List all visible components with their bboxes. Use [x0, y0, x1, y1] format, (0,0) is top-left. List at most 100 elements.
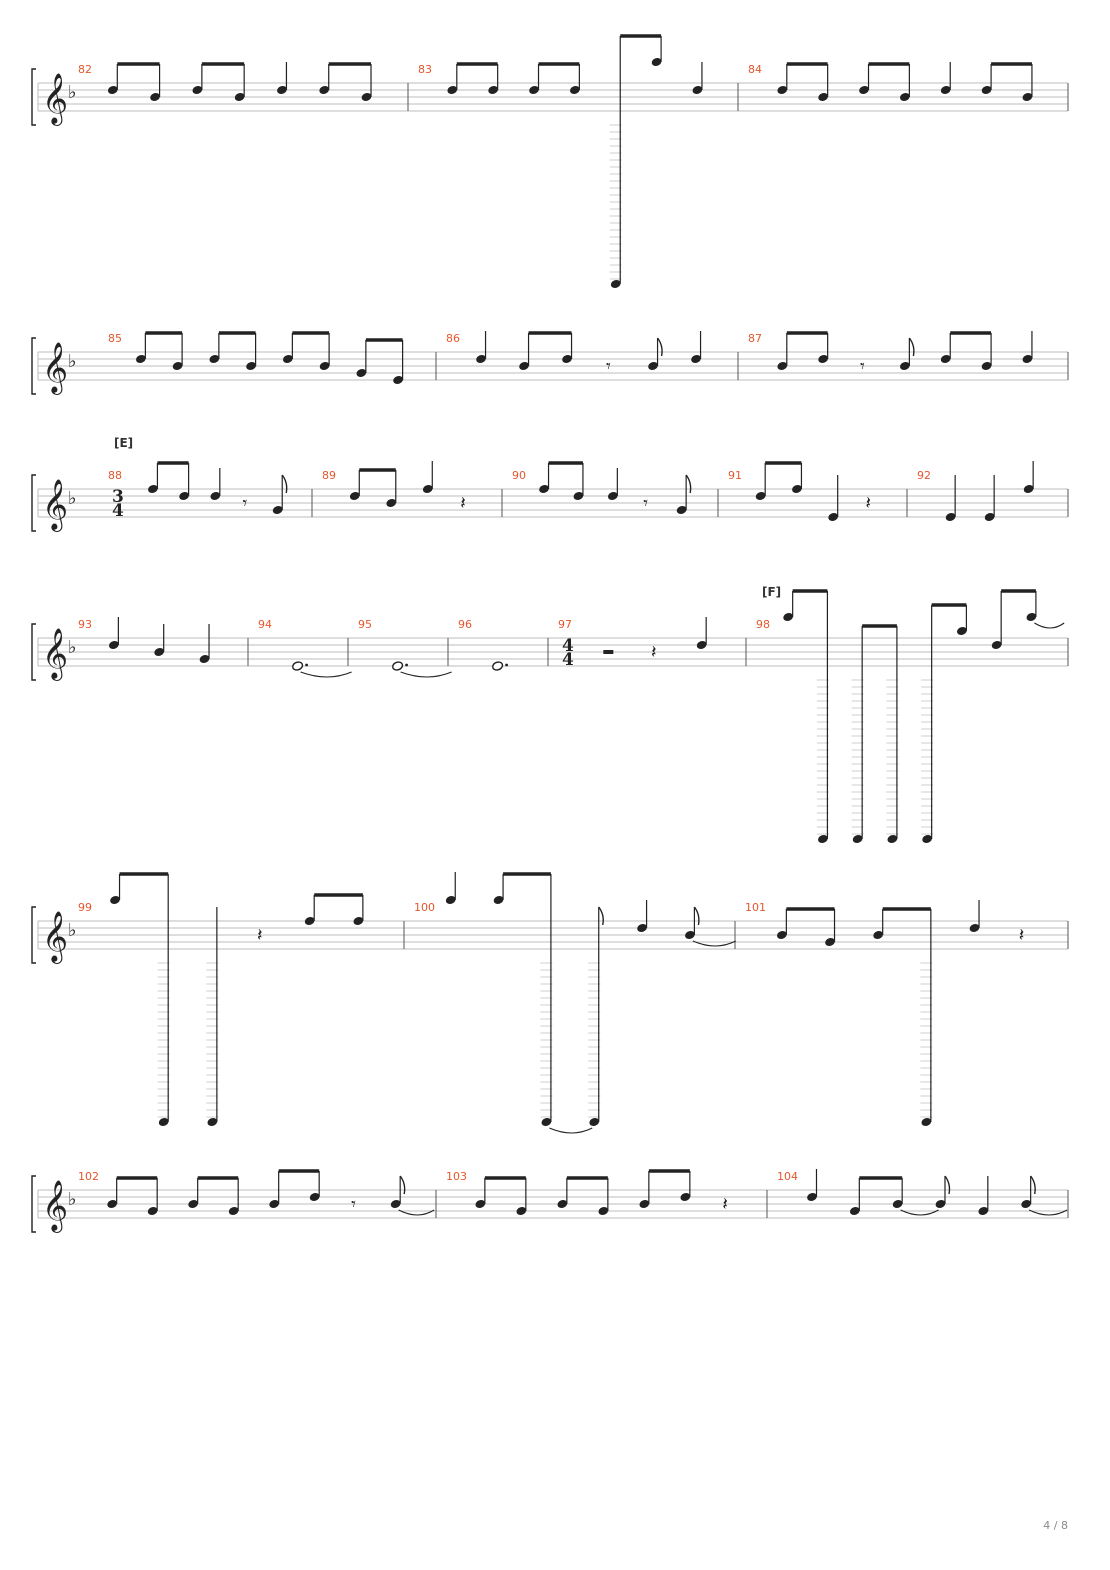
- measure-number: 91: [728, 469, 742, 482]
- note-head: [356, 369, 367, 377]
- system-bracket: [31, 623, 36, 681]
- note-head: [541, 1118, 552, 1126]
- measure: 92: [917, 461, 1069, 521]
- note-head: [776, 931, 787, 939]
- page-number: 4 / 8: [1043, 1519, 1068, 1532]
- measure: 87𝄾: [748, 331, 1069, 380]
- tie: [549, 1127, 593, 1134]
- flat-icon: ♭: [68, 1189, 77, 1210]
- note-head: [172, 362, 183, 370]
- flag: [908, 337, 915, 357]
- quarter-rest: 𝄽: [257, 925, 263, 946]
- note-head: [783, 613, 794, 621]
- measure-number: 103: [446, 1170, 467, 1183]
- note-head: [309, 1193, 320, 1201]
- measure-number: 90: [512, 469, 526, 482]
- measure: 82: [78, 62, 409, 111]
- note-head: [390, 1200, 401, 1208]
- measure: 104: [777, 1169, 1069, 1218]
- note-head: [179, 492, 189, 500]
- note-head: [887, 835, 898, 843]
- measure: 101𝄽: [745, 900, 1069, 1126]
- note-head: [304, 917, 315, 925]
- note-head: [755, 492, 766, 500]
- measure-number: 97: [558, 618, 572, 631]
- measure-number: 82: [78, 63, 92, 76]
- system-bracket: [31, 337, 36, 395]
- note-head: [1026, 613, 1037, 621]
- note-head: [637, 924, 647, 932]
- note-head: [107, 1200, 118, 1208]
- note-head: [228, 1207, 239, 1215]
- flag: [693, 906, 700, 926]
- flag: [944, 1175, 951, 1195]
- measure-number: 98: [756, 618, 770, 631]
- note-head: [825, 938, 835, 946]
- note-head: [777, 362, 788, 370]
- note-head: [246, 362, 256, 370]
- flat-icon: ♭: [68, 82, 77, 103]
- note-head: [940, 355, 951, 363]
- note-head: [1021, 1200, 1032, 1208]
- note-head: [921, 1118, 932, 1126]
- measure: 84: [748, 62, 1069, 111]
- measure: 95: [358, 618, 452, 678]
- eighth-rest: 𝄾: [243, 493, 248, 514]
- note-head: [610, 280, 621, 288]
- note-head: [557, 1200, 568, 1208]
- note-head: [158, 1118, 169, 1126]
- measure-number: 102: [78, 1170, 99, 1183]
- flat-icon: ♭: [68, 351, 77, 372]
- note-head: [349, 492, 360, 500]
- note-head: [447, 86, 458, 94]
- eighth-rest: 𝄾: [643, 493, 648, 514]
- staff-system: 𝄞♭102𝄾103𝄽104: [31, 1169, 1069, 1233]
- flat-icon: ♭: [68, 920, 77, 941]
- note-head: [269, 1200, 280, 1208]
- note-head: [386, 499, 397, 507]
- note-head: [207, 1118, 218, 1126]
- measure: 100: [414, 872, 736, 1134]
- note-head: [676, 506, 687, 514]
- quarter-rest: 𝄽: [651, 642, 657, 663]
- measure: 86 𝄾: [446, 331, 739, 380]
- note-head: [849, 1207, 860, 1215]
- treble-clef-icon: 𝄞: [42, 628, 68, 681]
- note-head: [899, 93, 910, 101]
- treble-clef-icon: 𝄞: [42, 342, 68, 395]
- note-head: [319, 362, 330, 370]
- note-head: [978, 1207, 989, 1215]
- tie: [398, 1209, 435, 1216]
- measure: 83: [418, 34, 739, 288]
- measure-number: 84: [748, 63, 762, 76]
- flat-icon: ♭: [68, 488, 77, 509]
- note-head: [234, 93, 245, 101]
- measure-number: 100: [414, 901, 435, 914]
- measure-number: 101: [745, 901, 766, 914]
- note-head: [1022, 93, 1033, 101]
- measure: 102𝄾: [78, 1169, 437, 1218]
- dot: [305, 663, 308, 667]
- note-head: [107, 86, 118, 94]
- note-head: [488, 86, 499, 94]
- note-head: [818, 93, 829, 101]
- measure: 99𝄽: [78, 872, 405, 1126]
- measure: 98: [756, 589, 1069, 843]
- note-head: [516, 1207, 527, 1215]
- measure-number: 87: [748, 332, 762, 345]
- measure-number: 86: [446, 332, 460, 345]
- treble-clef-icon: 𝄞: [42, 73, 68, 126]
- note-head: [147, 1207, 158, 1215]
- section-marker: [F]: [762, 585, 781, 599]
- note-head: [981, 86, 992, 94]
- measure-number: 104: [777, 1170, 798, 1183]
- note-head: [529, 86, 539, 94]
- measure: 103𝄽: [446, 1169, 768, 1218]
- note-head: [573, 492, 584, 500]
- eighth-rest: 𝄾: [606, 356, 611, 377]
- note-head: [589, 1118, 600, 1126]
- note-head: [991, 641, 1002, 649]
